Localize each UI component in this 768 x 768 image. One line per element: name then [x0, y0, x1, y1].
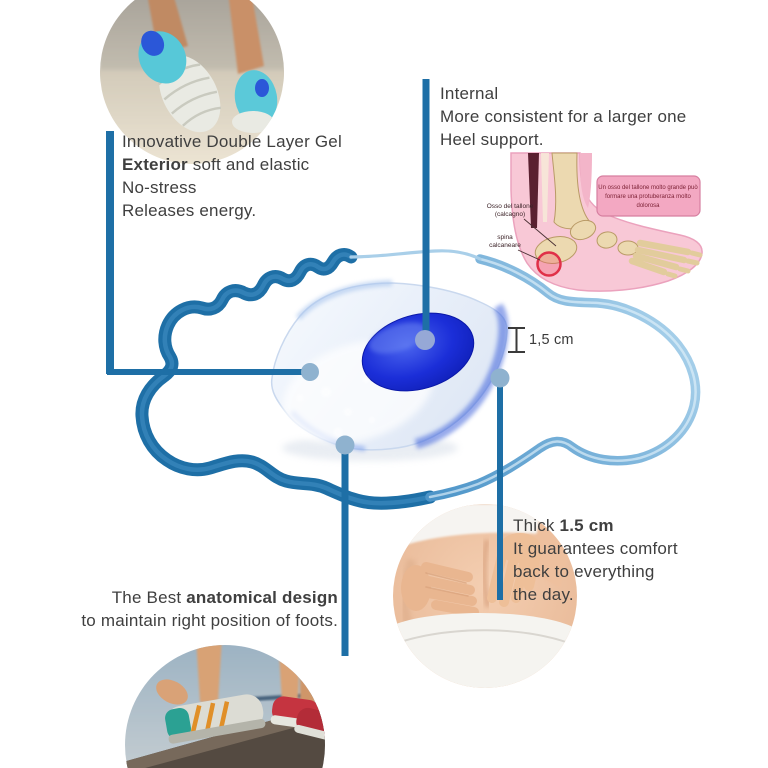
calcaneus-bone	[534, 236, 578, 264]
ankle-shading	[580, 153, 592, 208]
info-box-line1: Un osso del tallone molto grande può	[598, 185, 698, 191]
cloud-outline-dark-highlight	[139, 252, 433, 506]
thickness-callout-dot	[490, 368, 510, 388]
shell-blue-rim	[414, 303, 509, 449]
anatomical-callout-text: The Best anatomical design to maintain r…	[81, 586, 338, 632]
heel-spur-label: spina calcaneare	[489, 234, 541, 261]
heel-spur-highlight-circle	[536, 251, 562, 277]
callout-text-line: More consistent for a larger one	[440, 107, 687, 126]
heel-cushion-product-image	[270, 280, 509, 461]
lifted-sneaker	[138, 30, 222, 133]
callout-text-line: No-stress	[122, 178, 197, 197]
callout-connectors	[106, 79, 510, 656]
internal-callout-text: Internal More consistent for a larger on…	[440, 82, 686, 151]
callout-text-line: Thick 1.5 cm	[513, 516, 614, 535]
callout-text-line: the day.	[513, 585, 574, 604]
standing-sneaker	[232, 70, 278, 133]
foot-bones	[534, 152, 639, 264]
metatarsal-bones	[628, 239, 692, 276]
foot-anatomy-illustration: Un osso del tallone molto grande può for…	[487, 152, 703, 292]
cloud-outline-light-highlight	[428, 257, 697, 499]
talus-bone	[569, 219, 597, 241]
cloud-outline	[135, 248, 701, 510]
anatomical-callout-dot	[335, 435, 355, 455]
svg-text:calcaneare: calcaneare	[489, 242, 521, 249]
tendon-highlight	[541, 153, 549, 222]
right-leg	[228, 0, 264, 74]
callout-text-line: Innovative Double Layer Gel	[122, 132, 342, 151]
exterior-callout-text: Innovative Double Layer Gel Exterior sof…	[122, 130, 342, 222]
exterior-callout-dot	[301, 363, 319, 381]
internal-callout-dot	[415, 330, 435, 350]
striped-sneaker	[165, 694, 266, 744]
shell-top-highlight	[295, 280, 393, 321]
toe-bones	[665, 250, 703, 279]
red-shoes	[270, 696, 325, 742]
achilles-tendon	[528, 153, 539, 228]
left-person-leg	[196, 645, 222, 702]
callout-text-line: Internal	[440, 84, 499, 103]
callout-text-line: Exterior soft and elastic	[122, 155, 310, 174]
svg-text:(calcagno): (calcagno)	[495, 211, 525, 218]
anatomy-info-box: Un osso del tallone molto grande può for…	[596, 175, 701, 217]
callout-text-line: Releases energy.	[122, 201, 257, 220]
svg-text:Osso del tallone: Osso del tallone	[487, 203, 534, 210]
sitting-feet-photo	[125, 645, 325, 768]
callout-text-line: back to everything	[513, 562, 655, 581]
left-hand	[401, 562, 479, 617]
callout-text-line: to maintain right position of foots.	[81, 611, 338, 630]
info-box-line2: formare una protuberanza molto	[605, 194, 691, 200]
thickness-callout-text: Thick 1.5 cm It guarantees comfort back …	[513, 514, 678, 606]
heel-bone-label: Osso del tallone (calcagno)	[487, 203, 557, 247]
navicular-bone	[596, 231, 618, 249]
running-shoes-photo	[100, 0, 284, 164]
callout-text-line: It guarantees comfort	[513, 539, 678, 558]
spine-crease	[481, 539, 491, 608]
svg-text:spina: spina	[497, 234, 513, 241]
cloud-outline-thin-curve	[349, 249, 482, 261]
callout-text-line: The Best anatomical design	[111, 588, 338, 607]
underwear-seam	[399, 629, 573, 645]
heel-spur-leader-line	[517, 249, 541, 261]
hand	[156, 679, 188, 705]
white-underwear	[393, 612, 577, 688]
thickness-measurement-label: 1,5 cm	[529, 332, 574, 348]
cuboid-bone	[617, 240, 639, 256]
heel-bone-leader-line	[523, 218, 557, 247]
callout-text-line: Heel support.	[440, 130, 544, 149]
thickness-measurement-bracket	[508, 327, 525, 353]
gel-highlight	[369, 322, 427, 354]
info-box-line3: dolorosa	[636, 203, 660, 209]
